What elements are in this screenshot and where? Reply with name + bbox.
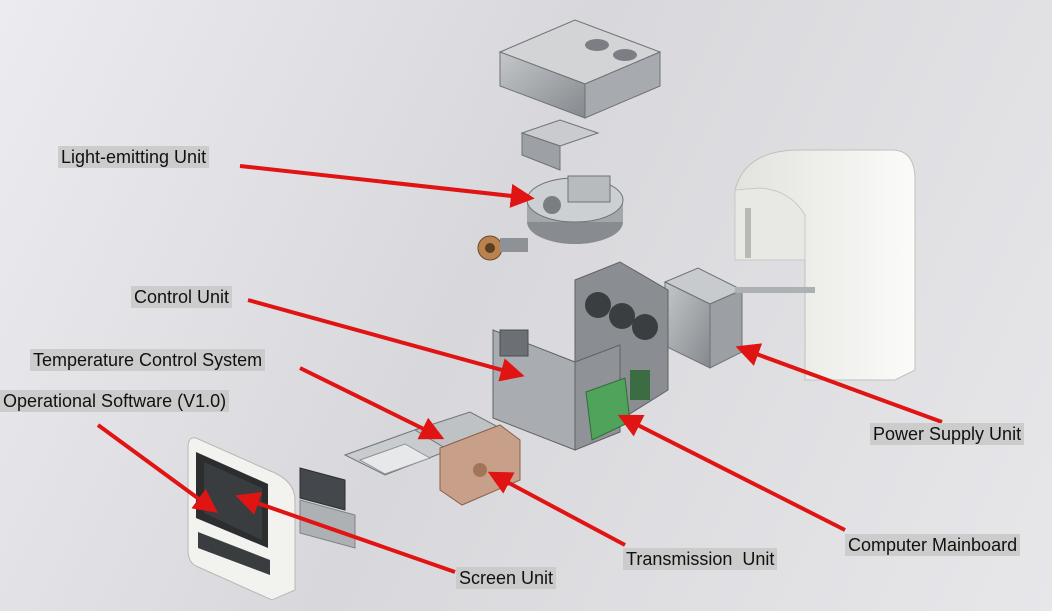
arrow-computer-mainboard — [617, 414, 846, 532]
label-light-emitting-unit: Light-emitting Unit — [58, 146, 210, 168]
arrow-light-emitting — [239, 164, 535, 208]
front-bezel-part — [187, 437, 296, 601]
arrow-software — [96, 423, 218, 513]
top-cover-part — [498, 19, 662, 119]
arrow-control — [247, 298, 525, 382]
label-computer-mainboard: Computer Mainboard — [845, 534, 1021, 556]
arrow-screen — [235, 491, 456, 574]
screen-panel-part — [299, 467, 356, 549]
light-emitting-unit-part — [477, 175, 624, 261]
arrow-power-supply — [735, 343, 943, 424]
main-chassis-part — [492, 261, 669, 451]
label-screen-unit: Screen Unit — [456, 567, 557, 589]
light-bracket-part — [520, 119, 600, 171]
outer-shell-part — [734, 149, 916, 381]
label-operational-software: Operational Software (V1.0) — [0, 390, 230, 412]
label-control-unit: Control Unit — [131, 286, 233, 308]
label-power-supply-unit: Power Supply Unit — [870, 423, 1025, 445]
arrow-temperature — [299, 366, 445, 440]
power-supply-unit-part — [663, 267, 815, 369]
label-temperature-control-system: Temperature Control System — [30, 349, 266, 371]
callout-arrows — [96, 164, 943, 574]
arrow-transmission — [487, 471, 626, 547]
label-transmission-unit: Transmission Unit — [623, 548, 778, 570]
